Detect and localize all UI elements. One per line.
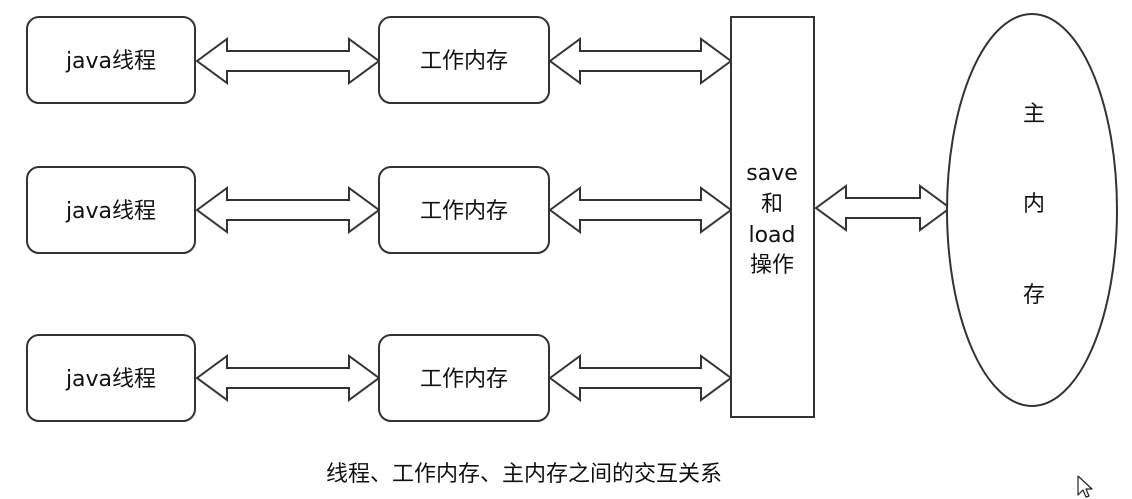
double-arrow xyxy=(195,354,381,402)
main-memory-char-3: 存 xyxy=(1023,283,1045,308)
double-arrow xyxy=(195,186,381,234)
diagram-caption: 线程、工作内存、主内存之间的交互关系 xyxy=(326,462,722,487)
main-memory-char-1: 主 xyxy=(1023,102,1045,127)
java-thread-label: java线程 xyxy=(65,367,156,392)
thread-row-1: java线程 工作内存 xyxy=(26,16,733,104)
operation-line-and: 和 xyxy=(761,192,783,217)
operation-line-save: save xyxy=(746,161,798,186)
java-thread-label: java线程 xyxy=(65,199,156,224)
operation-line-operation: 操作 xyxy=(750,253,794,278)
mouse-cursor-icon xyxy=(1077,475,1093,498)
double-arrow xyxy=(814,184,952,232)
double-arrow xyxy=(548,354,733,402)
working-memory-box xyxy=(378,16,550,104)
main-memory-char-2: 内 xyxy=(1023,192,1045,217)
working-memory-label: 工作内存 xyxy=(420,49,508,74)
thread-row-3: java线程 工作内存 xyxy=(26,334,733,422)
save-load-operation-box xyxy=(730,16,815,418)
main-memory-ellipse xyxy=(946,13,1118,407)
working-memory-label: 工作内存 xyxy=(420,367,508,392)
java-thread-box xyxy=(26,166,196,254)
working-memory-label: 工作内存 xyxy=(420,199,508,224)
java-thread-box xyxy=(26,16,196,104)
double-arrow xyxy=(548,186,733,234)
operation-line-load: load xyxy=(748,223,795,248)
double-arrow xyxy=(548,37,733,85)
double-arrow xyxy=(195,37,381,85)
java-thread-label: java线程 xyxy=(65,49,156,74)
thread-row-2: java线程 工作内存 xyxy=(26,166,733,254)
java-thread-box xyxy=(26,334,196,422)
